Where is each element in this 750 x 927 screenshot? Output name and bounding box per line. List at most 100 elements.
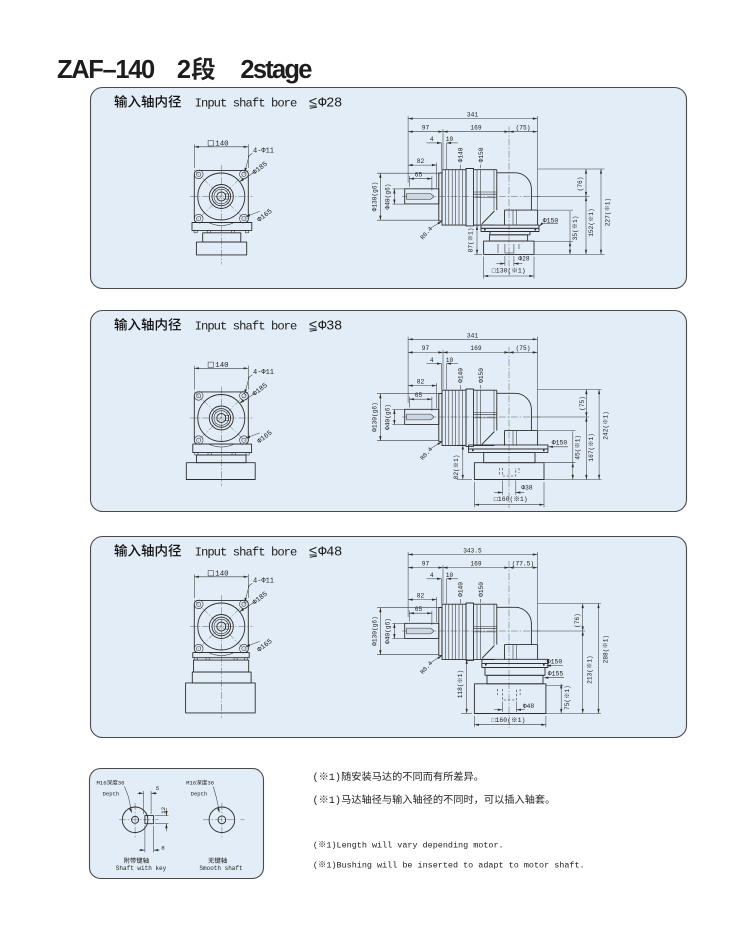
svg-text:1): 1) — [329, 795, 341, 807]
svg-text:2: 2 — [177, 56, 191, 84]
svg-text:(77.5): (77.5) — [512, 560, 534, 567]
svg-text:(: ( — [313, 795, 319, 807]
svg-text:227(: 227( — [604, 211, 611, 226]
svg-text:Φ150: Φ150 — [547, 658, 563, 665]
svg-text:Φ140: Φ140 — [458, 368, 465, 383]
svg-text:(75): (75) — [516, 345, 531, 352]
svg-text:97: 97 — [422, 560, 430, 567]
svg-text:Φ140: Φ140 — [458, 147, 465, 162]
svg-text:10: 10 — [446, 136, 454, 143]
svg-text:87(: 87( — [468, 241, 475, 252]
svg-text:≤: ≤ — [309, 95, 317, 111]
svg-text:1): 1) — [587, 655, 594, 662]
svg-text:169: 169 — [470, 560, 481, 567]
svg-text:1): 1) — [604, 198, 611, 205]
svg-text:2stage: 2stage — [240, 56, 312, 84]
svg-text:36: 36 — [207, 780, 214, 787]
svg-text:4-Φ11: 4-Φ11 — [253, 147, 274, 155]
svg-text:1): 1) — [518, 717, 526, 724]
svg-text:Φ155: Φ155 — [548, 671, 564, 678]
svg-text:140: 140 — [215, 362, 228, 370]
svg-text:1): 1) — [520, 496, 528, 503]
svg-text:152(: 152( — [588, 222, 595, 237]
svg-text:140: 140 — [215, 571, 228, 579]
svg-text:82: 82 — [417, 592, 425, 599]
svg-text:35(: 35( — [572, 229, 579, 240]
svg-text:Φ28: Φ28 — [318, 97, 342, 112]
svg-text:Φ40(g6): Φ40(g6) — [384, 404, 391, 430]
svg-text:Shaft with key: Shaft with key — [116, 865, 167, 872]
svg-text:Φ150: Φ150 — [543, 217, 559, 224]
svg-text:□130(: □130( — [492, 268, 512, 275]
svg-text:36: 36 — [118, 780, 125, 787]
svg-text:≤: ≤ — [309, 544, 317, 560]
svg-text:ZAF–140: ZAF–140 — [57, 56, 155, 84]
svg-text:Depth: Depth — [191, 791, 208, 798]
svg-text:343.5: 343.5 — [463, 548, 482, 555]
svg-text:Φ48: Φ48 — [318, 546, 342, 561]
svg-text:(76): (76) — [577, 177, 584, 192]
svg-text:≤: ≤ — [309, 318, 317, 334]
svg-text:97: 97 — [422, 345, 430, 352]
svg-text:12: 12 — [160, 806, 167, 813]
svg-text:Φ130(g6): Φ130(g6) — [371, 616, 378, 646]
svg-text:Φ40(g6): Φ40(g6) — [384, 184, 391, 210]
svg-text:4-Φ11: 4-Φ11 — [253, 577, 274, 585]
svg-text:Φ150: Φ150 — [478, 582, 485, 597]
svg-text:Φ48: Φ48 — [523, 703, 534, 710]
svg-text:1): 1) — [453, 455, 460, 462]
svg-text:(: ( — [313, 840, 318, 850]
svg-text:Input shaft bore: Input shaft bore — [195, 546, 297, 560]
svg-text:1): 1) — [572, 216, 579, 223]
svg-text:45(: 45( — [575, 449, 582, 460]
svg-text:Φ130(g6): Φ130(g6) — [371, 182, 378, 212]
svg-text:65: 65 — [415, 172, 423, 179]
svg-text:75(: 75( — [564, 699, 571, 710]
svg-text:1): 1) — [457, 670, 464, 677]
svg-text:□160(: □160( — [492, 717, 512, 724]
svg-text:213(: 213( — [587, 669, 594, 684]
svg-text:1): 1) — [468, 228, 475, 235]
svg-text:M16: M16 — [186, 780, 196, 787]
svg-text:242(: 242( — [603, 425, 610, 440]
svg-text:1)Length will vary depending m: 1)Length will vary depending motor. — [326, 840, 503, 850]
svg-text:288(: 288( — [602, 649, 609, 664]
svg-text:8: 8 — [161, 844, 165, 851]
svg-text:65: 65 — [415, 606, 423, 613]
svg-text:M16: M16 — [97, 780, 107, 787]
svg-text:Φ38: Φ38 — [521, 485, 532, 492]
svg-text:□160(: □160( — [494, 496, 514, 503]
svg-text:Φ140: Φ140 — [458, 582, 465, 597]
svg-text:Φ40(g6): Φ40(g6) — [384, 618, 391, 644]
svg-text:169: 169 — [470, 345, 481, 352]
svg-text:(76): (76) — [574, 613, 581, 628]
svg-text:4: 4 — [430, 357, 434, 364]
svg-text:167(: 167( — [588, 447, 595, 462]
svg-text:1)Bushing will be inserted to: 1)Bushing will be inserted to adapt to m… — [326, 860, 584, 870]
svg-text:118(: 118( — [457, 683, 464, 698]
svg-text:1): 1) — [575, 435, 582, 442]
svg-text:82: 82 — [417, 158, 425, 165]
svg-text:4: 4 — [430, 572, 434, 579]
svg-text:Φ38: Φ38 — [318, 320, 342, 335]
svg-text:(: ( — [313, 772, 319, 784]
svg-text:1): 1) — [588, 433, 595, 440]
svg-text:169: 169 — [470, 125, 481, 132]
svg-text:10: 10 — [446, 572, 454, 579]
svg-text:Φ28: Φ28 — [518, 256, 529, 263]
svg-text:(75): (75) — [516, 125, 531, 132]
svg-text:4-Φ11: 4-Φ11 — [253, 369, 274, 377]
svg-text:(75): (75) — [579, 396, 586, 411]
svg-text:1): 1) — [518, 268, 526, 275]
svg-text:Depth: Depth — [103, 791, 120, 798]
svg-text:82(: 82( — [453, 468, 460, 479]
svg-text:Smooth shaft: Smooth shaft — [199, 865, 242, 872]
svg-text:4: 4 — [430, 136, 434, 143]
svg-text:Input shaft bore: Input shaft bore — [195, 320, 297, 334]
svg-text:Input shaft bore: Input shaft bore — [195, 97, 297, 111]
svg-text:Φ150: Φ150 — [478, 147, 485, 162]
svg-text:Φ150: Φ150 — [478, 368, 485, 383]
svg-text:140: 140 — [215, 141, 228, 149]
svg-text:97: 97 — [422, 125, 430, 132]
svg-text:Φ150: Φ150 — [552, 439, 568, 446]
